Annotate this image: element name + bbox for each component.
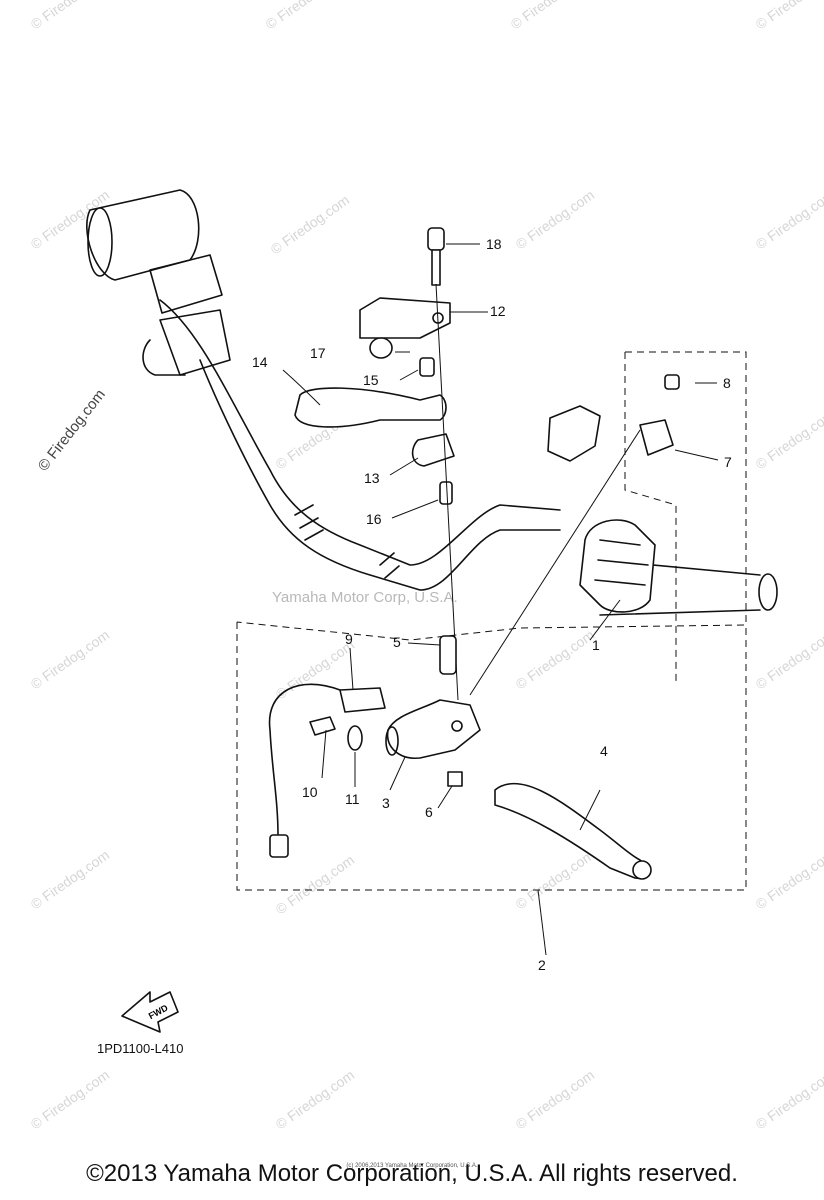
callout-15: 15 <box>363 372 379 388</box>
group-outline-1 <box>624 351 747 685</box>
watermark: © Firedog.com <box>273 1067 358 1133</box>
callout-16: 16 <box>366 511 382 527</box>
switch-wire <box>268 683 341 836</box>
part-14-lever <box>294 387 447 428</box>
watermark-layer: © Firedog.com © Firedog.com © Firedog.co… <box>28 0 824 1132</box>
callout-1: 1 <box>592 637 600 653</box>
part-3-holder <box>385 699 481 759</box>
part-16-screw <box>439 481 453 505</box>
part-15-collar <box>419 357 435 377</box>
diagram-code: 1PD1100-L410 <box>97 1041 184 1056</box>
watermark: © Firedog.com <box>753 0 824 32</box>
watermark: © Firedog.com <box>753 407 824 473</box>
watermark: © Firedog.com <box>753 627 824 693</box>
fwd-arrow-icon: FWD <box>121 991 179 1033</box>
part-9-switch <box>339 687 386 713</box>
callout-12: 12 <box>490 303 506 319</box>
part-10-adjuster <box>309 716 336 736</box>
group-outline-2 <box>236 621 747 891</box>
watermark: © Firedog.com <box>508 0 593 32</box>
watermark: © Firedog.com <box>28 0 113 32</box>
watermark: © Firedog.com <box>513 187 598 253</box>
watermark: © Firedog.com <box>513 627 598 693</box>
callout-7: 7 <box>724 454 732 470</box>
watermark: © Firedog.com <box>28 187 113 253</box>
connector <box>547 405 601 462</box>
tiny-copyright: (c) 2006,2013 Yamaha Motor Corporation, … <box>346 1163 478 1169</box>
part-11-nut <box>347 725 363 751</box>
watermark: © Firedog.com <box>28 627 113 693</box>
callout-18: 18 <box>486 236 502 252</box>
callout-5: 5 <box>393 634 401 650</box>
callout-3: 3 <box>382 795 390 811</box>
wire-plug <box>269 834 289 858</box>
part-17-cap <box>369 337 393 359</box>
part-5-bolt <box>439 635 457 675</box>
part-8-screw <box>664 374 680 390</box>
part-7-clamp <box>639 419 674 456</box>
watermark: © Firedog.com <box>753 187 824 253</box>
callout-10: 10 <box>302 784 318 800</box>
part-1-switch <box>579 519 656 613</box>
corp-watermark: Yamaha Motor Corp, U.S.A. <box>272 589 458 606</box>
watermark: © Firedog.com <box>28 1067 113 1133</box>
callout-4: 4 <box>600 743 608 759</box>
watermark: © Firedog.com <box>513 1067 598 1133</box>
leader-lines <box>282 243 719 956</box>
callout-17: 17 <box>310 345 326 361</box>
part-18-bolt <box>427 227 445 286</box>
copyright-notice: ©2013 Yamaha Motor Corporation, U.S.A. A… <box>86 1160 738 1187</box>
callouts: 1 2 3 4 5 6 7 8 9 10 11 12 13 14 15 16 1… <box>252 236 732 973</box>
watermark: © Firedog.com <box>273 852 358 918</box>
part-6-nut <box>447 771 463 787</box>
watermark: © Firedog.com <box>513 847 598 913</box>
watermark: © Firedog.com <box>28 847 113 913</box>
throttle-grip <box>86 189 231 376</box>
part-12-bracket <box>359 297 451 339</box>
callout-14: 14 <box>252 354 268 370</box>
callout-2: 2 <box>538 957 546 973</box>
callout-13: 13 <box>364 470 380 486</box>
callout-8: 8 <box>723 375 731 391</box>
watermark: © Firedog.com <box>268 192 353 258</box>
watermark: © Firedog.com <box>753 1067 824 1133</box>
callout-9: 9 <box>345 631 353 647</box>
callout-11: 11 <box>345 791 360 807</box>
handlebar <box>159 299 778 616</box>
watermark: © Firedog.com <box>35 386 109 474</box>
lever-ball <box>632 860 652 880</box>
watermark: © Firedog.com <box>263 0 348 32</box>
part-13-plate <box>411 433 455 467</box>
callout-6: 6 <box>425 804 433 820</box>
part-4-lever <box>494 782 650 880</box>
watermark: © Firedog.com <box>753 847 824 913</box>
